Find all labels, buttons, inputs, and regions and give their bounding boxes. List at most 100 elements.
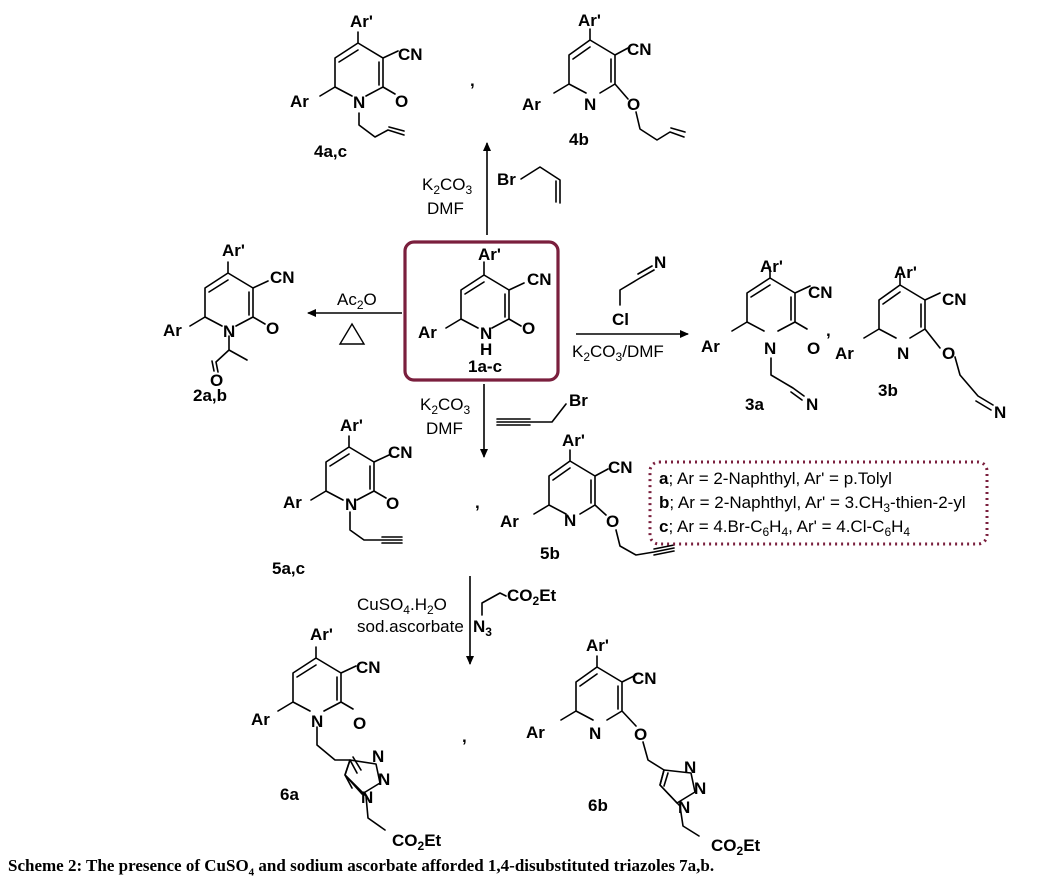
ar-prime-label: Ar' [586, 636, 609, 655]
ar-label: Ar [522, 95, 541, 114]
ester-label: CO2Et [392, 831, 442, 853]
ring-n-label: N [345, 495, 357, 514]
ring-n-label: N [311, 712, 323, 731]
ar-label: Ar [701, 337, 720, 356]
reagent-acetic-anhydride: Ac2O [337, 290, 377, 312]
compound-label: 2a,b [193, 386, 227, 405]
nitrile-n-label: N [994, 403, 1006, 422]
cn-label: CN [270, 268, 295, 287]
compound-label: 5a,c [272, 559, 305, 578]
ar-prime-label: Ar' [894, 263, 917, 282]
cn-label: CN [398, 45, 423, 64]
carbonyl-o-label: O [522, 319, 535, 338]
compound-3b: Ar' CN O N Ar N 3b [835, 263, 1006, 422]
ring-n-label: N [584, 95, 596, 114]
separator-comma: , [475, 493, 480, 512]
compound-label: 5b [540, 544, 560, 563]
compound-label: 6a [280, 785, 299, 804]
compound-6b: Ar' CN O N Ar N N N CO2Et 6b [526, 636, 761, 855]
triazole-n2-label: N [378, 770, 390, 789]
reagent-conditions: K2CO3/DMF [572, 342, 664, 364]
ring-n-label: N [480, 324, 492, 343]
substituent-legend: a; Ar = 2-Naphthyl, Ar' = p.Tolyl b; Ar … [648, 460, 989, 546]
legend-row-a: a; Ar = 2-Naphthyl, Ar' = p.Tolyl [659, 469, 892, 488]
acetyl-o-label: O [210, 371, 223, 390]
ring-n-label: N [897, 344, 909, 363]
highlight-frame [403, 240, 560, 382]
reagent-solvent: DMF [426, 419, 463, 438]
compound-label: 6b [588, 796, 608, 815]
triazole-n1-label: N [372, 747, 384, 766]
cn-label: CN [808, 283, 833, 302]
nitrile-n-label: N [806, 395, 818, 414]
ar-prime-label: Ar' [578, 11, 601, 30]
n-h-label: H [480, 340, 492, 359]
triazole-n1-label: N [684, 758, 696, 777]
legend-row-b: b; Ar = 2-Naphthyl, Ar' = 3.CH3-thien-2-… [659, 493, 966, 515]
chloroacetonitrile-n: N [654, 253, 666, 272]
reaction-scheme: Ar' CN O N H Ar 1a-c Ar' CN O N Ar O 2a,… [163, 11, 1006, 855]
ether-o-label: O [627, 95, 640, 114]
reagent-reductant: sod.ascorbate [357, 617, 464, 636]
legend-row-c: c; Ar = 4.Br-C6H4, Ar' = 4.Cl-C6H4 [659, 517, 910, 539]
azide-ester-label: CO2Et [507, 586, 557, 608]
carbonyl-o-label: O [353, 714, 366, 733]
cn-label: CN [627, 40, 652, 59]
reagent-catalyst: CuSO4.H2O [357, 595, 447, 617]
reagent-base: K2CO3 [422, 175, 473, 197]
ar-prime-label: Ar' [340, 416, 363, 435]
reaction-arrow-up: K2CO3 DMF Br [422, 142, 561, 235]
compound-4a: Ar' CN O N Ar 4a,c [290, 12, 423, 161]
compound-5b: Ar' CN O N Ar 5b [500, 431, 675, 563]
cn-label: CN [608, 458, 633, 477]
cn-label: CN [942, 290, 967, 309]
ar-prime-label: Ar' [562, 431, 585, 450]
compound-label: 4b [569, 130, 589, 149]
cn-label: CN [388, 443, 413, 462]
reagent-solvent: DMF [427, 199, 464, 218]
ester-label: CO2Et [711, 836, 761, 855]
triazole-n2-label: N [694, 779, 706, 798]
reaction-arrow-right: N Cl K2CO3/DMF [572, 253, 689, 364]
separator-comma: , [470, 71, 475, 90]
compound-5a: Ar' CN O N Ar 5a,c [272, 416, 413, 578]
cn-label: CN [632, 669, 657, 688]
ar-prime-label: Ar' [222, 241, 245, 260]
ether-o-label: O [634, 725, 647, 744]
scheme-caption: Scheme 2: The presence of CuSO4 and sodi… [8, 856, 715, 879]
compound-3a: Ar' CN O N Ar N 3a [701, 257, 833, 414]
chloroacetonitrile-cl: Cl [612, 310, 629, 329]
reaction-arrow-down: K2CO3 DMF Br [420, 384, 588, 458]
carbonyl-o-label: O [266, 319, 279, 338]
azide-label: N3 [473, 617, 492, 639]
ring-n-label: N [589, 724, 601, 743]
ar-label: Ar [418, 323, 437, 342]
ar-label: Ar [251, 710, 270, 729]
compound-label: 4a,c [314, 142, 347, 161]
compound-6a: Ar' CN O N Ar N N N CO2Et 6a [251, 625, 442, 853]
compound-2: Ar' CN O N Ar O 2a,b [163, 241, 295, 405]
ar-label: Ar [290, 92, 309, 111]
separator-comma: , [826, 321, 831, 340]
ar-prime-label: Ar' [350, 12, 373, 31]
ring-n-label: N [764, 339, 776, 358]
ether-o-label: O [942, 344, 955, 363]
compound-label: 1a-c [468, 357, 502, 376]
ether-o-label: O [606, 512, 619, 531]
triazole-n3-label: N [678, 798, 690, 817]
carbonyl-o-label: O [807, 339, 820, 358]
ar-label: Ar [283, 493, 302, 512]
ring-n-label: N [353, 93, 365, 112]
triazole-n3-label: N [361, 788, 373, 807]
carbonyl-o-label: O [386, 494, 399, 513]
compound-4b: Ar' CN O N Ar 4b [522, 11, 686, 149]
ar-label: Ar [835, 344, 854, 363]
ar-prime-label: Ar' [310, 625, 333, 644]
heat-triangle-icon [338, 322, 366, 345]
separator-comma: , [462, 727, 467, 746]
ar-prime-label: Ar' [478, 245, 501, 264]
compound-label: 3a [745, 395, 764, 414]
ar-label: Ar [500, 512, 519, 531]
reagent-base: K2CO3 [420, 395, 471, 417]
ring-n-label: N [564, 511, 576, 530]
